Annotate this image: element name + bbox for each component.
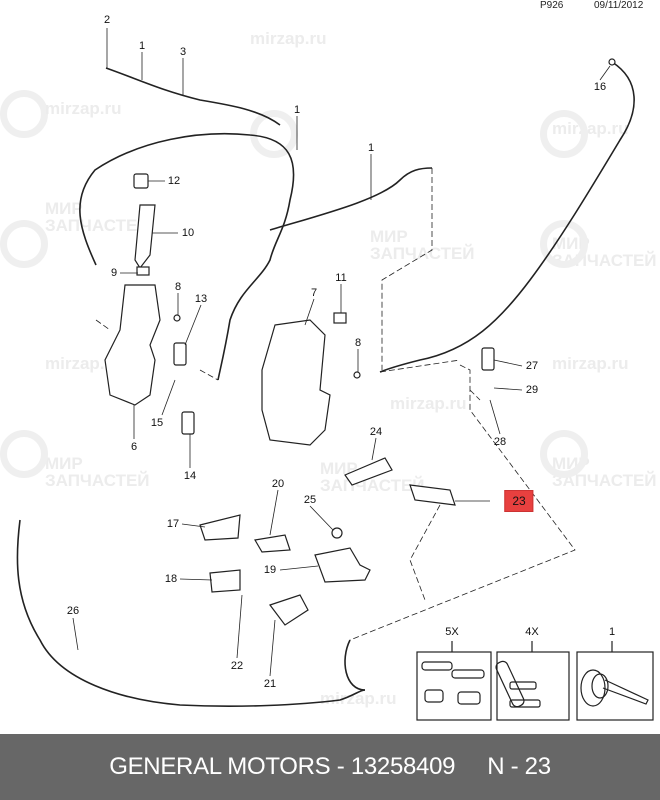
part-callout: 1 [138,40,146,52]
part-callout: 6 [130,441,138,453]
part-callout: 19 [263,564,277,576]
footer-ref: N - 23 [487,753,551,780]
footer-title: GENERAL MOTORS - 13258409 [109,753,456,780]
part-callout: 12 [167,175,181,187]
part-callout: 2 [103,14,111,26]
insets [416,641,654,721]
part-callout: 9 [110,267,118,279]
washer-reservoir-7 [261,312,347,446]
part-callout: 3 [179,46,187,58]
parts-diagram [16,28,654,721]
part-callout: 13 [194,293,208,305]
part-callout: 18 [164,573,178,585]
part-callout: 22 [230,660,244,672]
part-callout: 1 [367,142,375,154]
part-callout: 7 [310,287,318,299]
part-callout: 8 [174,281,182,293]
footer-bar: GENERAL MOTORS - 13258409 N - 23 [0,734,660,800]
part-callout: 24 [369,426,383,438]
part-callout: 15 [150,417,164,429]
part-callout: 20 [271,478,285,490]
diagram-date: 09/11/2012 [594,0,644,11]
part-callout: 16 [593,81,607,93]
guide-lines [95,168,576,641]
part-callout: 27 [525,360,539,372]
part-callout: 17 [166,518,180,530]
washer-reservoir-6 [104,173,161,406]
part-callout: 29 [525,384,539,396]
inset-qty: 5X [445,626,459,638]
part-callout: 21 [263,678,277,690]
inset-qty: 4X [525,626,539,638]
inset-qty: 1 [608,626,616,638]
page-code: P926 [540,0,564,11]
part-callout: 8 [354,337,362,349]
part-callout: 26 [66,605,80,617]
part-callout: 10 [181,227,195,239]
part-callout: 28 [493,436,507,448]
leader-lines [72,28,611,677]
washer-pumps [173,342,495,435]
part-callout: 1 [293,104,301,116]
part-callout: 25 [303,494,317,506]
part-callout: 11 [335,272,347,284]
nozzle-assemblies [173,58,616,626]
part-callout: 14 [183,470,197,482]
highlighted-part-callout[interactable]: 23 [504,490,534,512]
washer-hoses [16,61,635,707]
